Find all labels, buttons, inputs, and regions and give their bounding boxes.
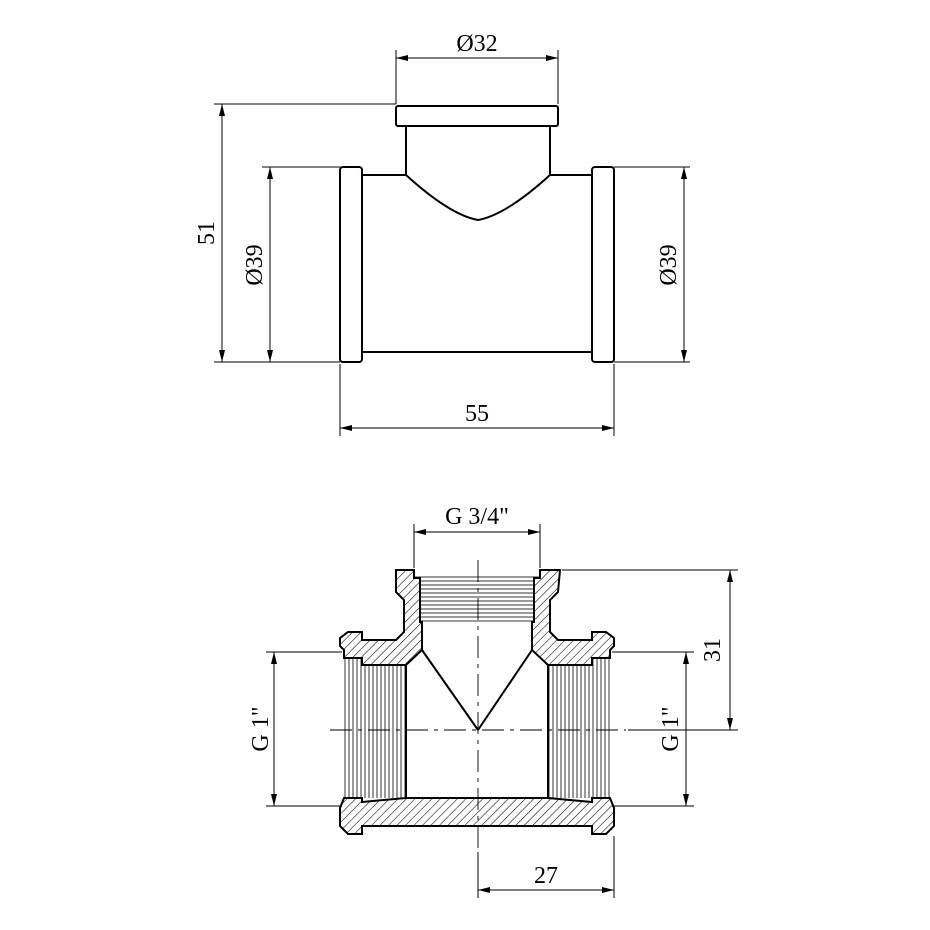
dim-top-diameter-label: Ø32 [456,31,497,57]
left-collar [339,166,363,363]
dim-half-length-label: 27 [534,863,558,889]
branch-thread [414,576,540,622]
inner-cone-left [421,649,479,731]
dim-left-diameter: Ø39 [242,166,340,363]
section-view: G 3/4" G 1" G 1" 31 27 [248,504,738,898]
dim-left-thread: G 1" [248,651,342,807]
body-top-saddle [362,174,592,222]
dim-right-diameter-label: Ø39 [656,244,682,285]
right-thread [548,658,610,798]
left-thread [344,658,406,798]
inner-cone-right [477,649,533,731]
dim-right-thread: G 1" [612,651,694,807]
dim-right-thread-label: G 1" [658,706,684,751]
right-collar [591,166,615,363]
dim-height: 51 [194,103,396,363]
dim-left-thread-label: G 1" [248,706,274,751]
section-wall-upper-right [531,569,615,666]
branch-collar [395,105,559,127]
dim-length: 55 [339,364,615,436]
section-wall-upper-left [339,569,423,666]
section-wall-bottom [339,797,615,835]
dim-top-diameter: Ø32 [395,31,559,104]
dim-length-label: 55 [465,401,489,427]
dim-height-label: 51 [194,221,220,245]
dim-branch-depth-label: 31 [700,638,726,662]
exterior-view: Ø32 51 Ø39 Ø39 55 [194,31,690,436]
dim-left-diameter-label: Ø39 [242,244,268,285]
dim-right-diameter: Ø39 [614,166,690,363]
dim-half-length: 27 [477,836,615,898]
dim-branch-thread: G 3/4" [413,504,541,568]
dim-branch-depth: 31 [562,569,738,731]
dim-branch-thread-label: G 3/4" [445,504,509,530]
